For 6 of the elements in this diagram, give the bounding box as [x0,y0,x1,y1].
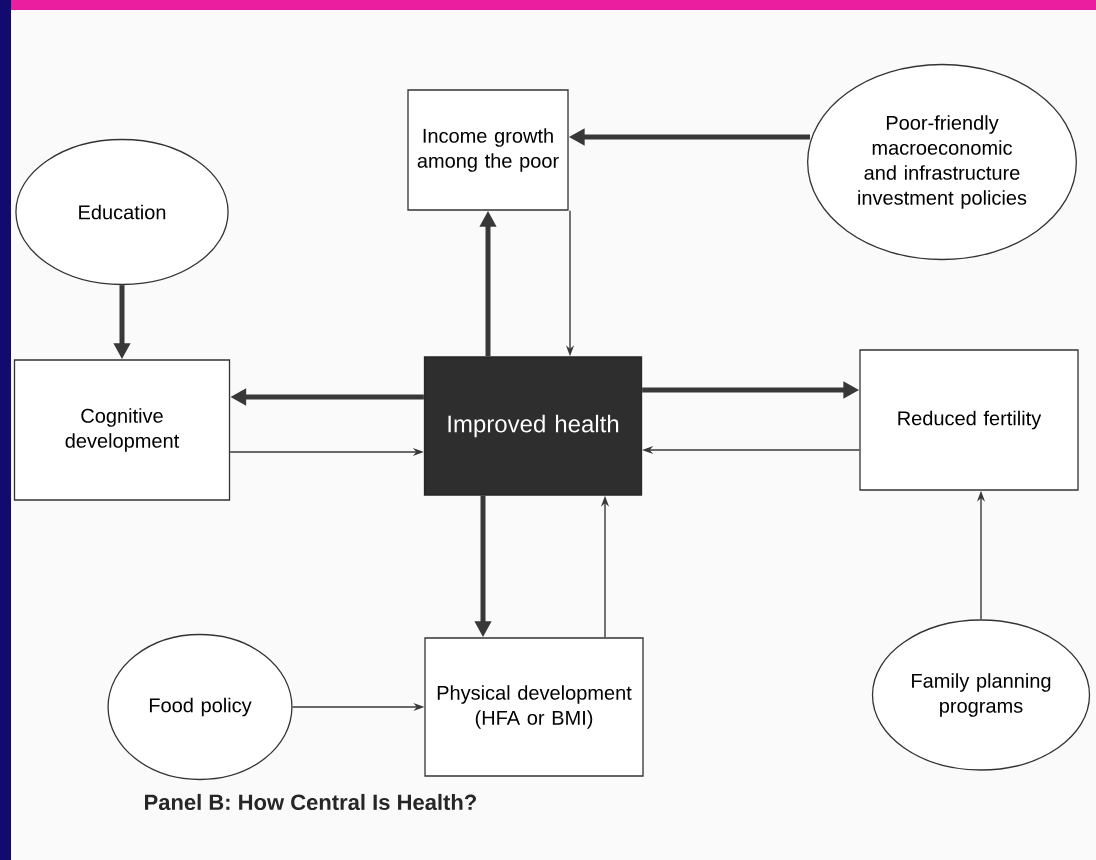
central-box: Improved health [423,356,643,496]
process-box: Cognitive development [13,359,231,501]
process-box: Income growth among the poor [407,89,569,211]
process-box: Physical development (HFA or BMI) [424,637,644,777]
caption: Panel B: How Central Is Health? [145,793,476,811]
process-box: Reduced fertility [859,349,1079,491]
